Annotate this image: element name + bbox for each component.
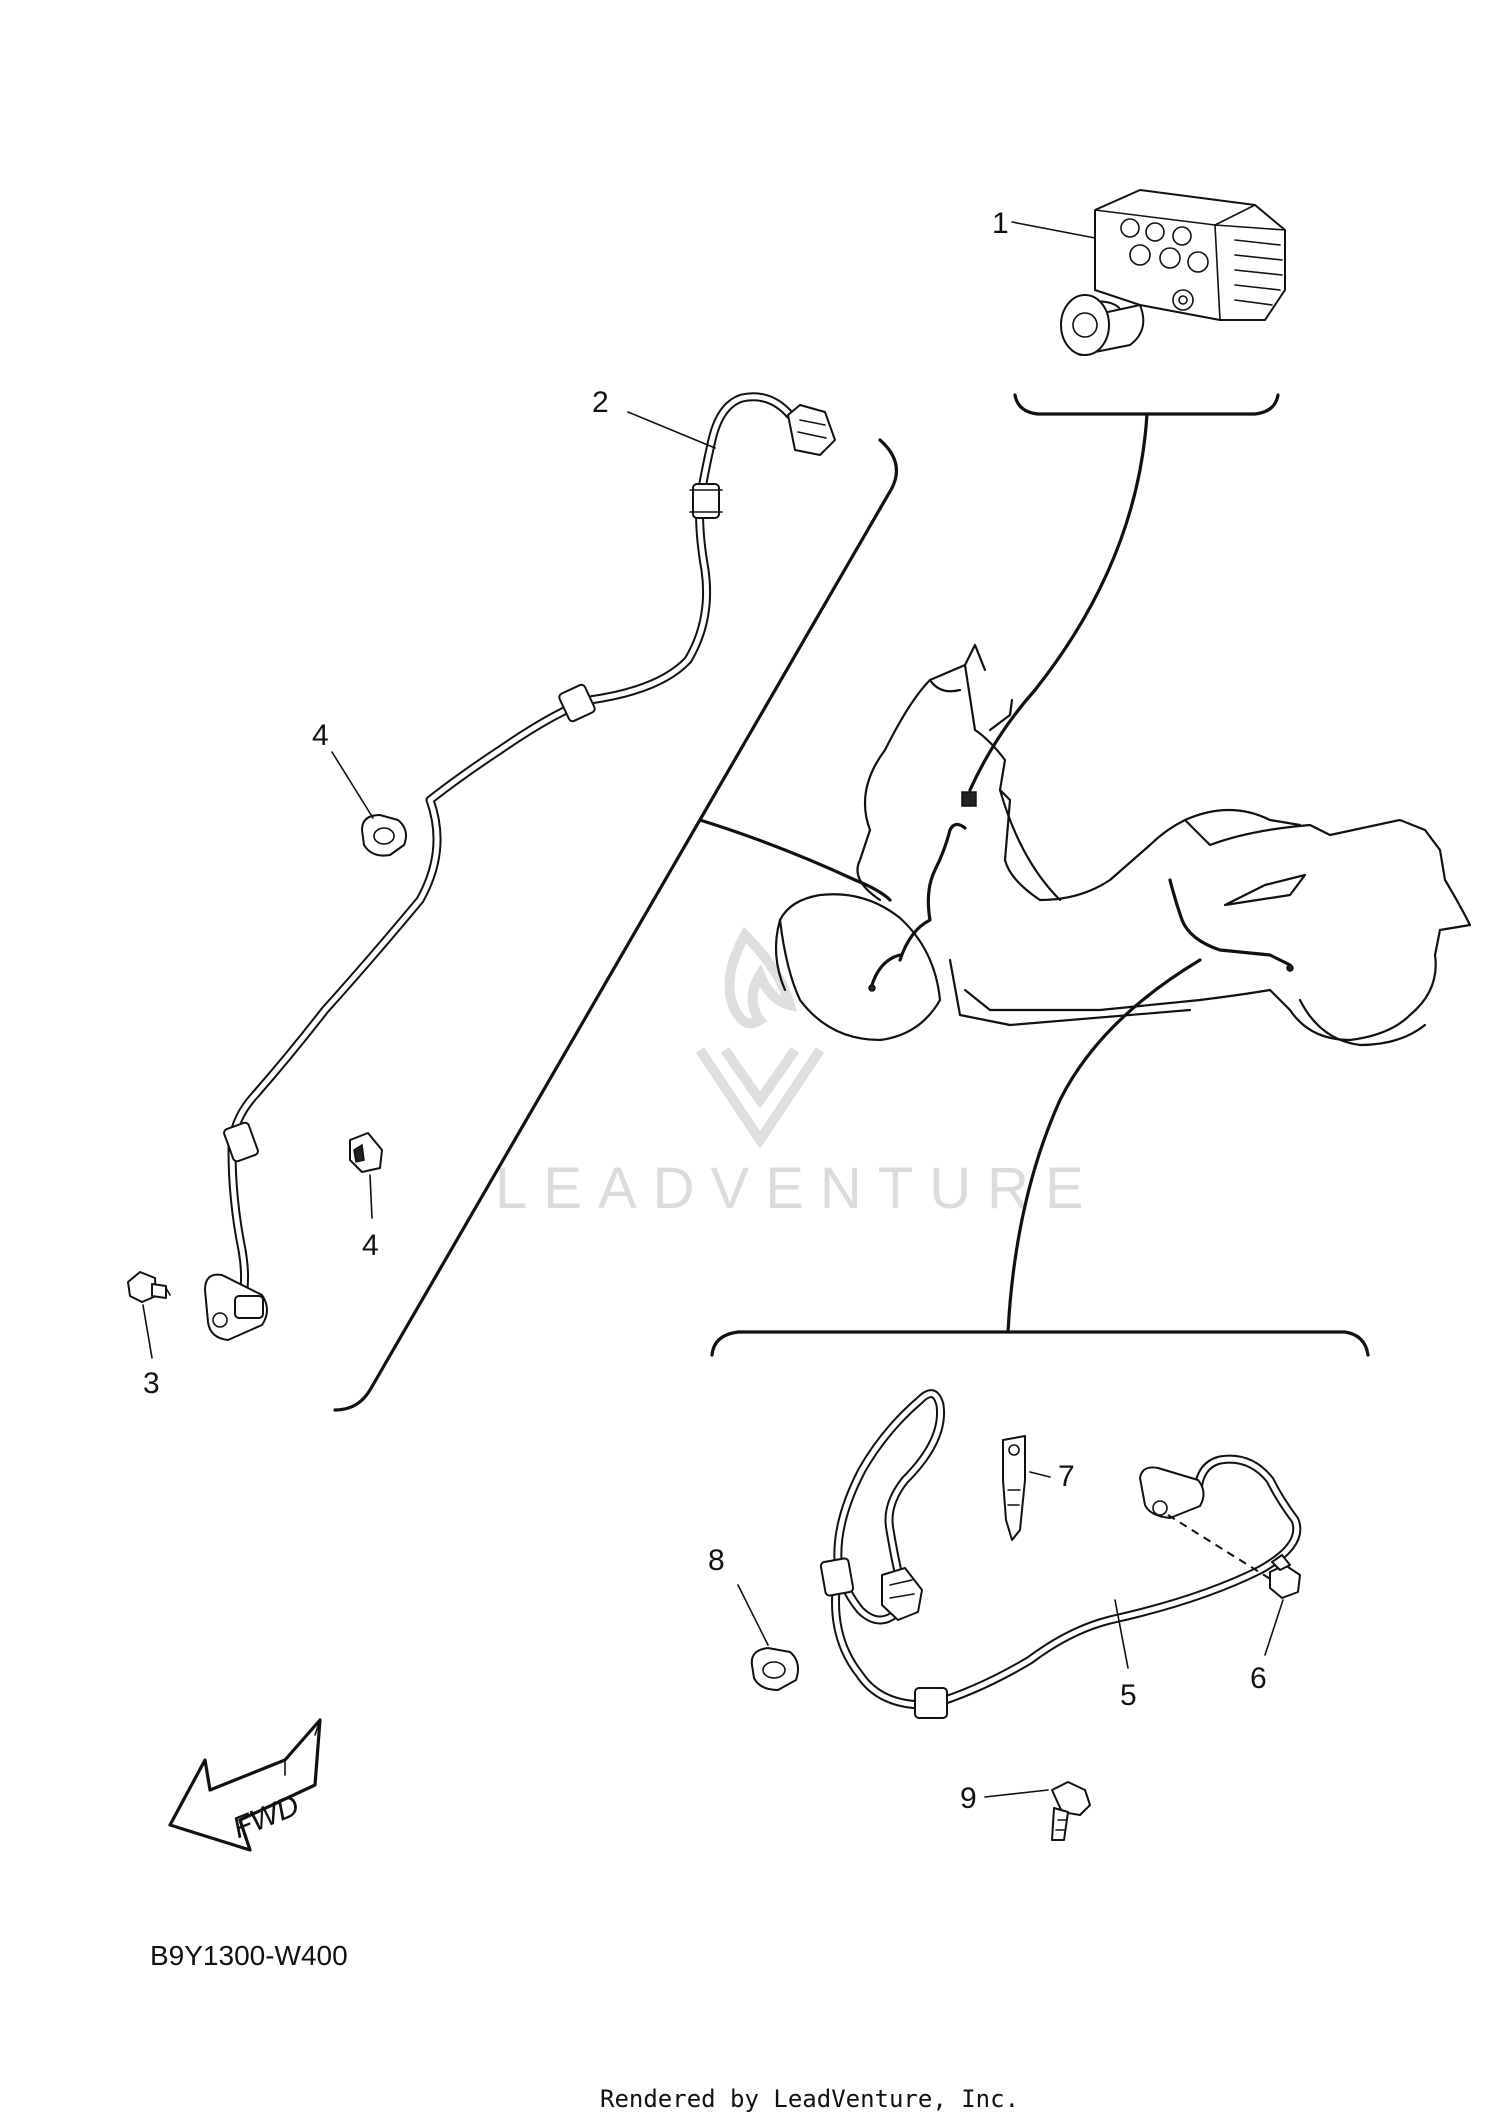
sensor-bolt-front[interactable] (127, 1271, 171, 1303)
callout-3[interactable]: 3 (143, 1367, 160, 1400)
callout-leader-4b (369, 1174, 373, 1219)
abs-bracket (1013, 393, 1280, 416)
callout-4a[interactable]: 4 (312, 719, 329, 752)
callout-5[interactable]: 5 (1120, 1679, 1137, 1712)
rear-panel-bracket (710, 1330, 1370, 1357)
rear-wheel-sensor-lead[interactable] (819, 1389, 1302, 1719)
cable-tie-band[interactable] (1002, 1435, 1026, 1541)
callout-leader-7 (1029, 1471, 1051, 1478)
front-panel-border (333, 438, 899, 1412)
wire-clamp-rear[interactable] (750, 1647, 799, 1691)
callout-4b[interactable]: 4 (362, 1229, 379, 1262)
callout-6[interactable]: 6 (1250, 1662, 1267, 1695)
watermark-text: LEADVENTURE (495, 1156, 1100, 1221)
rear-location-leader (1006, 958, 1202, 1334)
callout-leader-5 (1114, 1599, 1129, 1669)
watermark: LEADVENTURE (495, 926, 1100, 1221)
callout-9[interactable]: 9 (960, 1782, 977, 1815)
watermark-logo-icon (695, 926, 825, 1150)
abs-hydraulic-unit[interactable] (1060, 189, 1286, 356)
wire-clamp-upper[interactable] (361, 814, 407, 857)
callout-8[interactable]: 8 (708, 1544, 725, 1577)
diagram-code: B9Y1300-W400 (150, 1940, 348, 1971)
callout-2[interactable]: 2 (592, 386, 609, 419)
front-wheel-sensor-lead[interactable] (204, 392, 836, 1341)
fwd-label: FWD (228, 1789, 304, 1845)
callout-leader-3 (142, 1304, 153, 1359)
rear-connector-plug[interactable] (1051, 1781, 1091, 1841)
callout-leader-1 (1011, 221, 1096, 239)
bolt-alignment-line (1167, 1514, 1273, 1581)
wire-clip-lower[interactable] (349, 1132, 383, 1173)
callout-leader-8 (737, 1584, 769, 1646)
callout-leader-6 (1264, 1599, 1284, 1656)
callout-leader-9 (984, 1789, 1049, 1798)
front-location-leader (698, 818, 892, 902)
forward-direction-arrow: FWD (168, 1718, 322, 1852)
rendered-by-footer: Rendered by LeadVenture, Inc. (600, 2085, 1019, 2113)
abs-location-leader (968, 412, 1149, 792)
motorcycle-outline (774, 643, 1472, 1047)
callout-1[interactable]: 1 (992, 207, 1009, 240)
callout-leader-2 (627, 411, 716, 449)
callout-7[interactable]: 7 (1058, 1460, 1075, 1493)
sensor-bolt-rear[interactable] (1269, 1554, 1301, 1599)
callout-leader-4a (331, 751, 374, 819)
